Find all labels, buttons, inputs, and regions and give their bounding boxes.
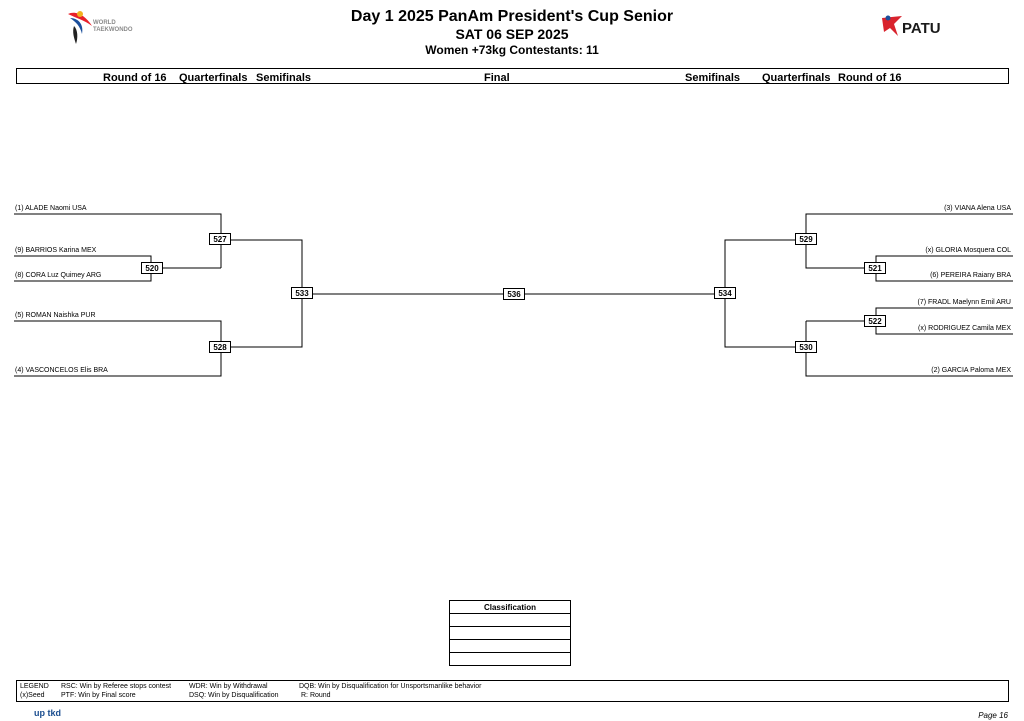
classification-table: Classification bbox=[449, 600, 571, 666]
match-box-520[interactable]: 520 bbox=[141, 262, 163, 274]
player-left-1: (1) ALADE Naomi USA bbox=[15, 205, 87, 212]
classification-row bbox=[449, 652, 571, 666]
patu-logo: PATU bbox=[880, 14, 960, 44]
legend-rsc: RSC: Win by Referee stops contest bbox=[61, 683, 172, 690]
round-label-left-qf: Quarterfinals bbox=[179, 72, 248, 84]
round-label-right-qf: Quarterfinals bbox=[762, 72, 831, 84]
legend-dsq: DSQ: Win by Disqualification bbox=[189, 692, 279, 699]
player-left-5: (4) VASCONCELOS Elis BRA bbox=[15, 367, 108, 374]
player-left-2: (9) BARRIOS Karina MEX bbox=[15, 247, 97, 254]
match-box-534[interactable]: 534 bbox=[714, 287, 736, 299]
page-title: Day 1 2025 PanAm President's Cup Senior bbox=[350, 8, 674, 25]
classification-row bbox=[449, 613, 571, 627]
footer-logo: up tkd bbox=[34, 708, 61, 718]
player-right-4: (7) FRADL Maelynn Emil ARU bbox=[917, 299, 1012, 306]
legend-round: R: Round bbox=[301, 692, 331, 699]
player-right-2: (x) GLORIA Mosquera COL bbox=[925, 247, 1011, 254]
legend-seed: (x)Seed bbox=[20, 692, 45, 699]
player-left-4: (5) ROMAN Naishka PUR bbox=[15, 312, 96, 319]
classification-title: Classification bbox=[449, 600, 571, 614]
player-right-5: (x) RODRIGUEZ Camila MEX bbox=[918, 325, 1011, 332]
patu-emblem-icon bbox=[882, 15, 902, 36]
page-number: Page 16 bbox=[978, 711, 1008, 720]
match-box-530[interactable]: 530 bbox=[795, 341, 817, 353]
world-taekwondo-emblem-icon bbox=[68, 11, 92, 44]
player-left-3: (8) CORA Luz Quimey ARG bbox=[15, 272, 102, 279]
patu-logo-text: PATU bbox=[902, 20, 941, 37]
event-date: SAT 06 SEP 2025 bbox=[455, 26, 569, 42]
legend-dqb: DQB: Win by Disqualification for Unsport… bbox=[299, 683, 482, 690]
classification-row bbox=[449, 626, 571, 640]
world-taekwondo-logo-text: WORLD TAEKWONDO bbox=[93, 20, 133, 33]
round-label-final: Final bbox=[484, 72, 510, 84]
round-label-left-sf: Semifinals bbox=[256, 72, 312, 84]
category-info: Women +73kg Contestants: 11 bbox=[425, 43, 599, 57]
match-box-522[interactable]: 522 bbox=[864, 315, 886, 327]
player-right-1: (3) VIANA Alena USA bbox=[944, 205, 1011, 212]
round-label-left-r16: Round of 16 bbox=[103, 72, 167, 84]
match-box-536[interactable]: 536 bbox=[503, 288, 525, 300]
legend-ptf: PTF: Win by Final score bbox=[61, 692, 136, 699]
world-taekwondo-logo: WORLD TAEKWONDO bbox=[66, 8, 156, 48]
legend-box: LEGEND (x)Seed RSC: Win by Referee stops… bbox=[16, 680, 1009, 702]
match-box-521[interactable]: 521 bbox=[864, 262, 886, 274]
match-box-527[interactable]: 527 bbox=[209, 233, 231, 245]
player-right-6: (2) GARCIA Paloma MEX bbox=[931, 367, 1011, 374]
round-header-bar bbox=[16, 68, 1009, 84]
legend-label: LEGEND bbox=[20, 683, 49, 690]
match-box-529[interactable]: 529 bbox=[795, 233, 817, 245]
player-right-3: (6) PEREIRA Raiany BRA bbox=[930, 272, 1011, 279]
match-box-533[interactable]: 533 bbox=[291, 287, 313, 299]
match-box-528[interactable]: 528 bbox=[209, 341, 231, 353]
round-label-right-sf: Semifinals bbox=[685, 72, 741, 84]
legend-wdr: WDR: Win by Withdrawal bbox=[189, 683, 268, 690]
classification-row bbox=[449, 639, 571, 653]
round-label-right-r16: Round of 16 bbox=[838, 72, 902, 84]
